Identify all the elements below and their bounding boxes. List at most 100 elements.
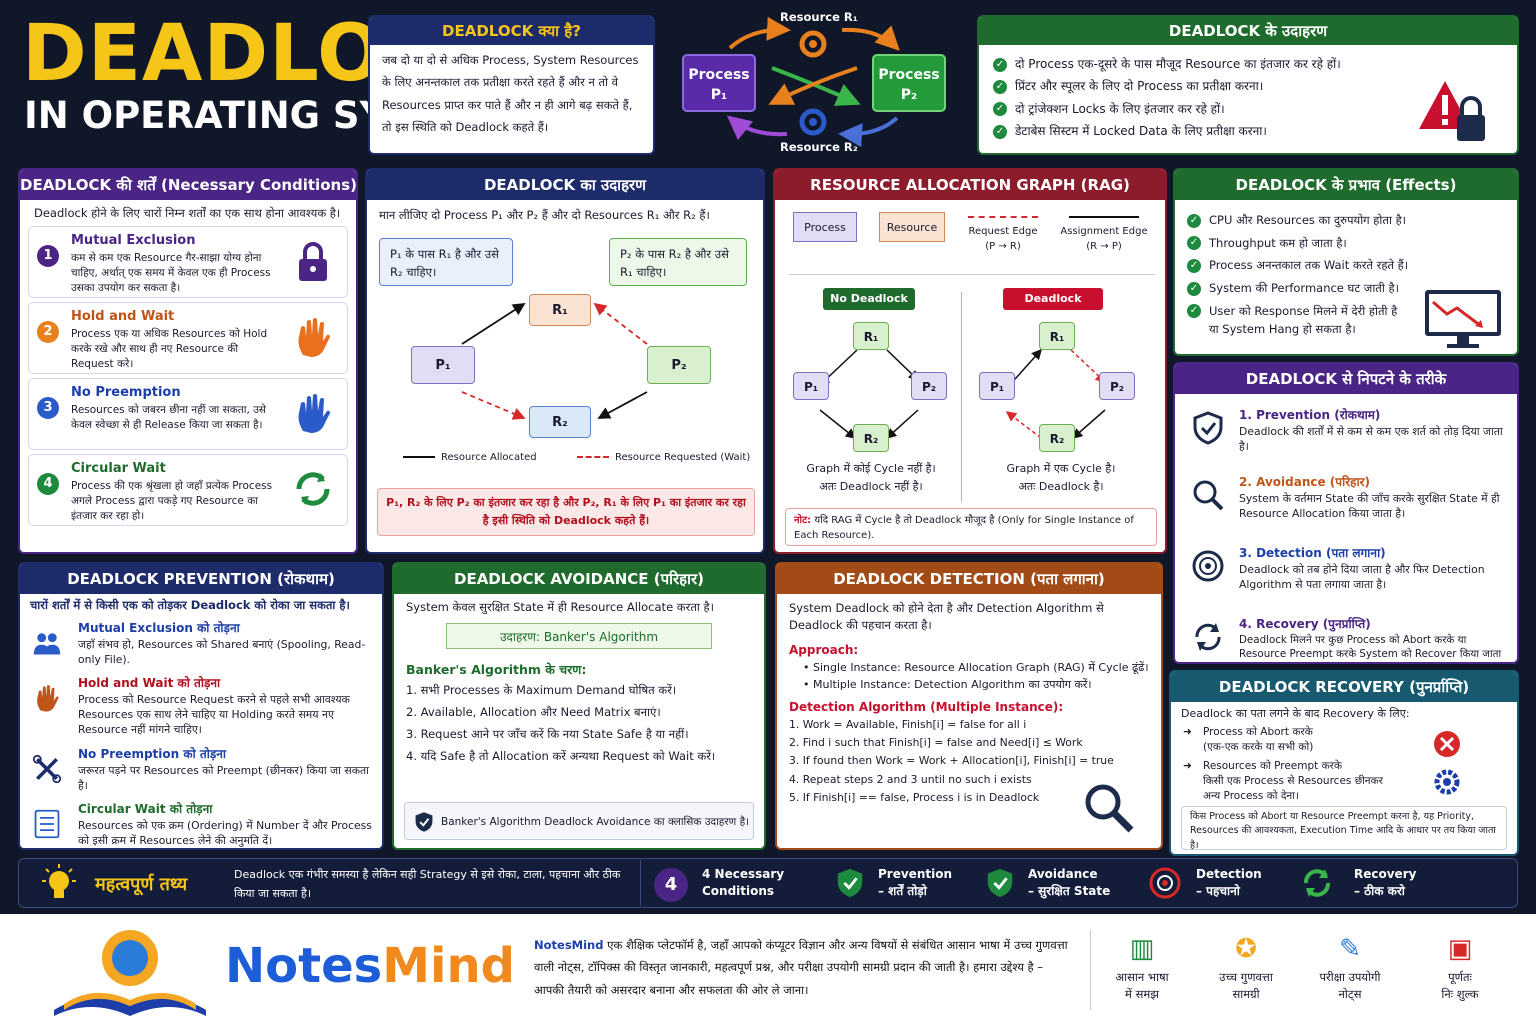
no-deadlock-badge: No Deadlock (823, 288, 915, 310)
algo-label: Detection Algorithm (Multiple Instance): (789, 699, 1064, 714)
prevention-title: DEADLOCK PREVENTION (रोकथाम) (20, 564, 382, 594)
detection-title: DEADLOCK DETECTION (पता लगाना) (777, 564, 1161, 594)
cycle-arrows-icon (296, 472, 330, 507)
cancel-icon (1434, 731, 1460, 757)
tools-icon (32, 754, 62, 784)
prevention-item: Circular Wait को तोड़नाResources को एक क… (20, 801, 382, 848)
handling-item: 3. Detection (पता लगाना)Deadlock को तब ह… (1181, 539, 1511, 607)
examples-panel: DEADLOCK के उदाहरण ✓दो Process एक-दूसरे … (977, 15, 1519, 155)
resource-r2-label: Resource R₂ (780, 140, 858, 154)
conditions-panel: DEADLOCK की शर्तें (Necessary Conditions… (18, 168, 358, 554)
gear-icon-r1 (799, 30, 827, 58)
process-p2-box: Process P₂ (872, 54, 946, 112)
steps-title: Banker's Algorithm के चरण: (406, 662, 587, 677)
magnifier-icon (1085, 784, 1134, 833)
brand-logo: NotesMind (225, 938, 515, 994)
approach-item: • Single Instance: Resource Allocation G… (803, 660, 1149, 674)
hand-icon (37, 685, 59, 712)
gear-icon (1434, 769, 1460, 795)
rag-nd-r2: R₂ (853, 424, 889, 452)
effects-panel: DEADLOCK के प्रभाव (Effects) ✓CPU और Res… (1173, 168, 1519, 356)
example-note: P₁, R₂ के लिए P₂ का इंतजार कर रहा है और … (377, 488, 755, 536)
prevention-item: Hold and Wait को तोड़नाProcess को Resour… (20, 675, 382, 743)
facts-label: महत्वपूर्ण तथ्य (95, 874, 188, 895)
shield-check-icon (415, 812, 433, 832)
check-icon: ✓ (1187, 213, 1201, 228)
recovery-note: किस Process को Abort या Resource Preempt… (1181, 806, 1507, 851)
p2-info-box: P₂ के पास R₂ है और उसे R₁ चाहिए। (609, 238, 747, 286)
shield-check-icon (987, 868, 1013, 898)
legend-resource: Resource (879, 212, 945, 242)
algo-step: 3. If found then Work = Work + Allocatio… (789, 754, 1114, 768)
rag-nd-p1: P₁ (793, 372, 829, 400)
arrow-p1-r1 (728, 16, 791, 50)
arrow-p2-r2 (838, 116, 899, 148)
warning-lock-icon (1417, 77, 1487, 147)
condition-item: 3 No Preemption Resources को जबरन छीना न… (28, 378, 348, 451)
fact-detection: Detection– पहचानो (1196, 867, 1262, 899)
fact-recovery: Recovery– ठीक करो (1354, 867, 1417, 899)
cross-arrow-2 (768, 66, 858, 105)
avoidance-footer: Banker's Algorithm Deadlock Avoidance का… (404, 802, 754, 840)
bankers-example: उदाहरण: Banker's Algorithm (446, 623, 712, 649)
edge-p2-r2 (597, 391, 648, 419)
p1-info-box: P₁ के पास R₁ है और उसे R₂ चाहिए। (379, 238, 513, 286)
rag-dl-r2: R₂ (1039, 424, 1075, 452)
users-icon (33, 633, 61, 655)
rag-nd-r1: R₁ (853, 322, 889, 350)
book-brain-logo-icon (54, 930, 206, 1016)
approach-label: Approach: (789, 642, 859, 657)
edge-p1-r2 (461, 391, 526, 420)
algo-step: 4. Repeat steps 2 and 3 until no such i … (789, 772, 1032, 786)
conditions-count-badge: 4 (654, 868, 688, 902)
legend-assignment-edge: Assignment Edge(R → P) (1057, 216, 1151, 254)
conditions-title: DEADLOCK की शर्तें (Necessary Conditions… (20, 170, 356, 200)
deadlock-badge: Deadlock (1003, 288, 1103, 310)
example-item: ✓प्रिंटर और स्पूलर के लिए दो Process का … (993, 78, 1503, 95)
fact-avoidance: Avoidance– सुरक्षित State (1028, 867, 1111, 899)
node-p1: P₁ (411, 346, 475, 384)
rag-dl-r1: R₁ (1039, 322, 1075, 350)
handling-item: 1. Prevention (रोकथाम)Deadlock की शर्तों… (1181, 401, 1511, 465)
list-icon (34, 809, 60, 839)
refresh-icon (1195, 623, 1221, 651)
check-icon: ✓ (1187, 236, 1201, 251)
facts-bar (18, 858, 1518, 908)
shield-icon (1193, 411, 1223, 445)
recovery-title: DEADLOCK RECOVERY (पुनर्प्राप्ति) (1171, 672, 1517, 702)
shield-check-icon (837, 868, 863, 898)
feature-quality: ✪उच्च गुणवत्तासामग्री (1196, 930, 1296, 1004)
algo-step: 5. If Finish[i] == false, Process i is i… (789, 791, 1040, 805)
condition-item: 4 Circular Wait Process की एक श्रृंखला ह… (28, 454, 348, 527)
node-r1: R₁ (529, 294, 591, 326)
example-item: ✓दो ट्रांजेक्शन Locks के लिए इंतजार कर र… (993, 101, 1503, 118)
step-item: 4. यदि Safe है तो Allocation करें अन्यथा… (406, 748, 716, 763)
legend-allocated: Resource Allocated (403, 452, 537, 463)
target-icon (1149, 867, 1181, 899)
recovery-intro: Deadlock का पता लगने के बाद Recovery के … (1181, 707, 1410, 720)
avoidance-intro: System केवल सुरक्षित State में ही Resour… (406, 600, 714, 614)
book-icon: ▥ (1129, 934, 1155, 964)
node-r2: R₂ (529, 406, 591, 438)
check-icon: ✓ (1187, 281, 1201, 296)
process-resource-diagram: Resource R₁ Resource R₂ Process P₁ Proce… (672, 8, 962, 158)
recovery-item: ➜Process को Abort करके(एक-एक करके या सभी… (1183, 726, 1314, 754)
handling-panel: DEADLOCK से निपटने के तरीके 1. Preventio… (1173, 362, 1519, 664)
feature-free: ▣पूर्णतःनिः शुल्क (1410, 930, 1510, 1004)
check-icon: ✓ (993, 124, 1007, 139)
condition-item: 2 Hold and Wait Process एक या अधिक Resou… (28, 302, 348, 375)
what-text: जब दो या दो से अधिक Process, System Reso… (382, 53, 639, 135)
gear-icon-r2 (799, 108, 827, 136)
detection-intro: System Deadlock को होने देता है और Detec… (789, 601, 1104, 633)
hand-icon (298, 318, 330, 358)
rag-note: नोट: यदि RAG में Cycle है तो Deadlock मौ… (785, 508, 1157, 546)
feature-easy-language: ▥आसान भाषामें समझ (1092, 930, 1192, 1004)
magnifier-icon (1193, 480, 1224, 511)
stop-hand-icon (298, 394, 330, 434)
edge-p2-r1 (593, 302, 648, 345)
footer-description: NotesMind एक शैक्षिक प्लेटफॉर्म है, जहाँ… (534, 938, 1068, 997)
handling-item: 2. Avoidance (परिहार)System के वर्तमान S… (1181, 468, 1511, 536)
example-intro: मान लीजिए दो Process P₁ और P₂ हैं और दो … (379, 208, 710, 222)
prevention-intro: चारों शर्तों में से किसी एक को तोड़कर De… (30, 598, 350, 612)
